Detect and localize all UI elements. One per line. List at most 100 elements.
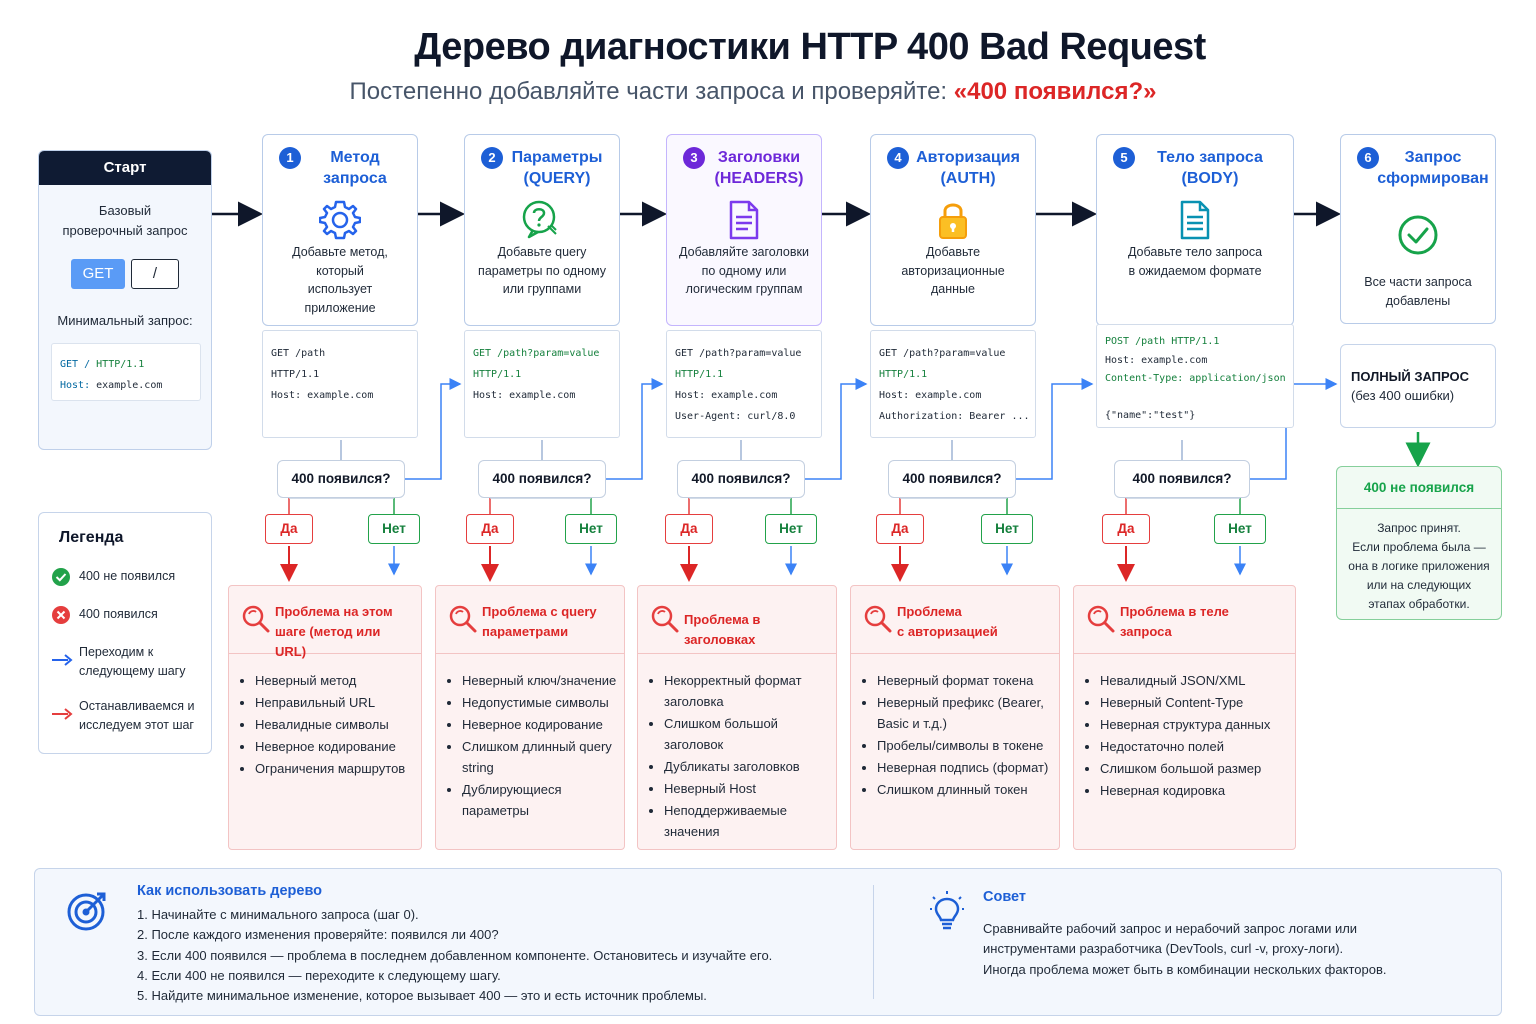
step-title-line: (QUERY)	[523, 170, 591, 187]
no-400-line: Если проблема была —	[1352, 540, 1486, 554]
problem-item: Невалидные символы	[255, 714, 415, 735]
no-branch-label: Нет	[1214, 514, 1266, 544]
legend-line: следующему шагу	[79, 664, 186, 678]
file-icon	[1174, 199, 1216, 246]
no-branch-label: Нет	[981, 514, 1033, 544]
check-circle-icon	[51, 567, 71, 593]
no-400-line: этапах обработки.	[1368, 597, 1470, 611]
code-line: Authorization: Bearer ...	[879, 411, 1030, 422]
path-input[interactable]: /	[131, 259, 179, 289]
page-title: Дерево диагностики HTTP 400 Bad Request	[414, 26, 1206, 68]
red-arrow-icon	[51, 707, 73, 726]
problem-item: Неверный формат токена	[877, 670, 1053, 691]
start-desc-line: проверочный запрос	[62, 223, 188, 238]
step-title-line: Заголовки	[717, 149, 801, 166]
code-line: GET /path?param=value	[879, 348, 1006, 359]
full-request-title: ПОЛНЫЙ ЗАПРОС	[1351, 369, 1470, 384]
problem-item: Ограничения маршрутов	[255, 758, 415, 779]
subtitle-text: Постепенно добавляйте части запроса и пр…	[349, 78, 954, 105]
start-header: Старт	[39, 151, 211, 185]
problem-item: Неверный метод	[255, 670, 415, 691]
desc-line: добавлены	[1385, 293, 1451, 308]
yes-branch-label: Да	[665, 514, 713, 544]
problem-item: Слишком большой заголовок	[664, 713, 830, 755]
step-title-line: Авторизация	[916, 149, 1020, 166]
problem-item: Слишком длинный токен	[877, 779, 1053, 800]
question-box: 400 появился?	[1114, 460, 1250, 498]
start-card: Старт Базовый проверочный запрос GET / М…	[38, 150, 212, 450]
code-line: HTTP/1.1	[879, 369, 928, 380]
yes-branch-label: Да	[265, 514, 313, 544]
step-title-line: Тело запроса	[1157, 149, 1263, 166]
method-get-button[interactable]: GET	[71, 259, 125, 289]
code-line: Content-Type: application/json	[1105, 373, 1286, 384]
problem-item: Неверный ключ/значение	[462, 670, 618, 691]
howto-step: 5. Найдите минимальное изменение, которо…	[137, 988, 707, 1004]
blue-arrow-icon	[51, 653, 73, 672]
no-400-line: Запрос принят.	[1377, 521, 1461, 535]
desc-line: параметры по одному	[478, 263, 606, 278]
no-400-title: 400 не появился	[1337, 467, 1501, 509]
problem-list: Невалидный JSON/XMLНеверный Content-Type…	[1100, 670, 1289, 802]
problem-item: Невалидный JSON/XML	[1100, 670, 1289, 691]
code-val: example.com	[96, 380, 163, 391]
desc-line: который	[316, 263, 364, 278]
tip-line: Сравнивайте рабочий запрос и нерабочий з…	[983, 921, 1358, 936]
desc-line: авторизационные	[901, 263, 1005, 278]
yes-branch-label: Да	[466, 514, 514, 544]
desc-line: приложение	[304, 300, 376, 315]
step-number: 4	[887, 147, 909, 169]
next-step-arrow	[1250, 378, 1338, 480]
subtitle-highlight: «400 появился?»	[953, 78, 1157, 105]
tip-title: Совет	[983, 889, 1027, 905]
problem-item: Неверная кодировка	[1100, 780, 1289, 801]
legend-line: исследуем этот шаг	[79, 718, 194, 732]
desc-line: Добавьте метод,	[292, 245, 388, 259]
problem-item: Неправильный URL	[255, 692, 415, 713]
code-line: POST /path HTTP/1.1	[1105, 336, 1220, 347]
step-number: 5	[1113, 147, 1135, 169]
problem-list: Некорректный формат заголовкаСлишком бол…	[664, 670, 830, 843]
code-line: Host: example.com	[271, 390, 374, 401]
start-desc-line: Базовый	[98, 203, 152, 218]
code-line: {"name":"test"}	[1105, 409, 1196, 421]
howto-title: Как использовать дерево	[137, 883, 323, 899]
tip-text: Сравнивайте рабочий запрос и нерабочий з…	[983, 919, 1443, 980]
legend-text: 400 не появился	[79, 569, 176, 583]
problem-header: Проблема в заголовках	[638, 586, 836, 654]
problem-box-5: Проблема в телезапросаНевалидный JSON/XM…	[1073, 585, 1296, 850]
code-line: Host: example.com	[675, 390, 778, 401]
code-line: Host: example.com	[879, 390, 982, 401]
no-400-text: Запрос принят. Если проблема была — она …	[1343, 519, 1495, 614]
question-box: 400 появился?	[277, 460, 405, 498]
problem-title: Проблема в заголовках	[684, 610, 830, 650]
gear-icon	[318, 199, 362, 246]
next-step-arrow	[606, 378, 664, 480]
step-title: Параметры(QUERY)	[501, 147, 613, 189]
problem-item: Неверная подпись (формат)	[877, 757, 1053, 778]
no-400-line: она в логике приложения	[1348, 559, 1490, 573]
howto-steps: 1. Начинайте с минимального запроса (шаг…	[137, 905, 772, 1006]
code-proto: HTTP/1.1	[96, 359, 145, 370]
problem-box-3: Проблема в заголовкахНекорректный формат…	[637, 585, 837, 850]
code-key: Host:	[60, 380, 91, 391]
problem-item: Неподдерживаемые значения	[664, 800, 830, 842]
problem-item: Неверное кодирование	[462, 714, 618, 735]
step-title-line: (AUTH)	[940, 170, 996, 187]
yes-branch-label: Да	[876, 514, 924, 544]
problem-item: Недопустимые символы	[462, 692, 618, 713]
code-line: HTTP/1.1	[271, 369, 320, 380]
magnifier-icon	[650, 604, 680, 639]
